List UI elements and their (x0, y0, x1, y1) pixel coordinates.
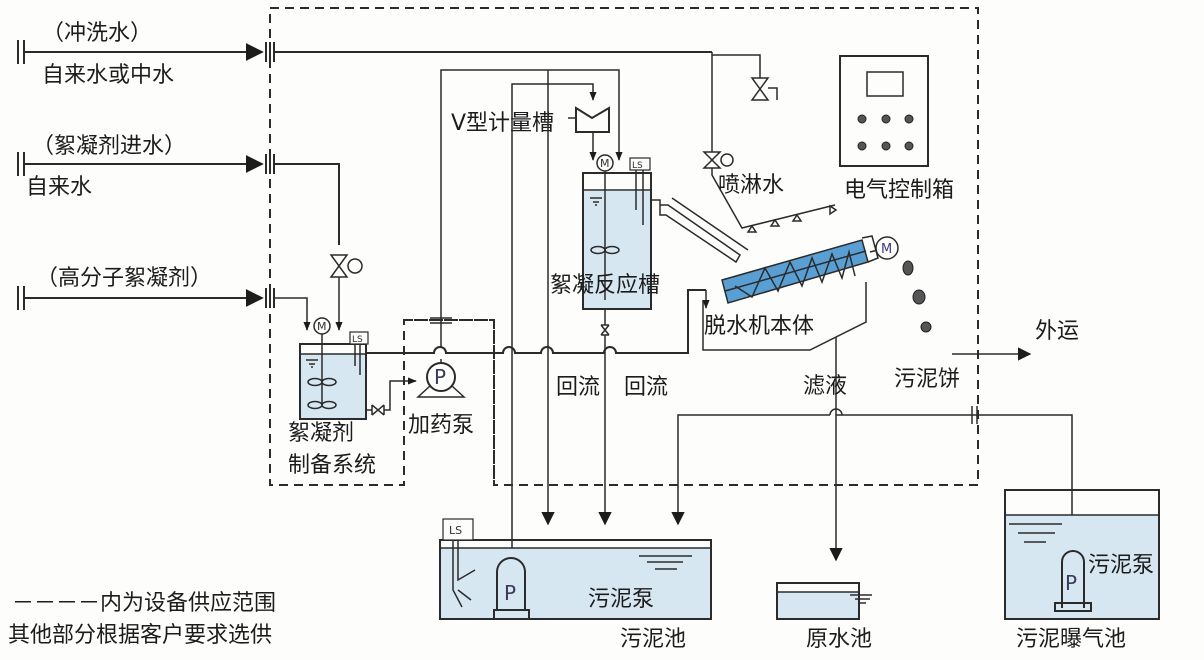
dosing-pump-label: 加药泵 (408, 413, 474, 438)
v-tank-label: V型计量槽 (451, 111, 554, 136)
pump-symbol: P (434, 365, 446, 389)
dewatering-machine: M 脱水机本体 (702, 235, 899, 562)
pump-symbol: P (1065, 571, 1077, 595)
reflux-label-1: 回流 (556, 375, 600, 400)
solenoid-valve-icon (329, 254, 363, 331)
motor-icon (313, 317, 331, 335)
sludge-feed-line (511, 83, 597, 560)
legend-line-1: －－－－内为设备供应范围 (12, 591, 276, 616)
dosing-riser (430, 69, 623, 347)
inlet-flocculant-water: （絮凝剂进水） 自来水 (17, 134, 340, 245)
control-box-label: 电气控制箱 (844, 178, 954, 203)
inlet-wash-water-bottom-label: 自来水或中水 (42, 63, 174, 88)
legend-line-2: 其他部分根据客户要求选供 (8, 623, 272, 648)
pump-symbol: P (504, 581, 516, 605)
reaction-tank-label: 絮凝反应槽 (550, 273, 660, 298)
spray-water-line: 喷淋水 (702, 52, 838, 233)
motor-label: M (881, 242, 892, 257)
prep-outlet-line (366, 377, 417, 416)
level-switch-label: LS (632, 161, 643, 171)
sludge-cake-label: 污泥饼 (894, 367, 960, 392)
manual-valve-icon (712, 54, 778, 101)
aeration-return-line (678, 406, 1073, 540)
dosing-pump: P 加药泵 (408, 362, 474, 438)
reflux-label-2: 回流 (624, 375, 668, 400)
main-feed-line (366, 289, 710, 363)
reflux-lines: 回流 回流 (541, 70, 668, 526)
sludge-cake: 外运 污泥饼 (894, 260, 1079, 392)
supply-boundary (269, 7, 979, 486)
electrical-control-box: 电气控制箱 (839, 55, 954, 203)
aeration-tank: P 污泥泵 污泥曝气池 (1004, 489, 1160, 652)
sludge-tank: LS P 污泥泵 污泥池 (439, 518, 712, 652)
inlet-wash-water: （冲洗水） 自来水或中水 (17, 21, 712, 88)
raw-water-tank: 原水池 (776, 582, 872, 652)
level-switch-icon (349, 331, 369, 345)
motor-icon (875, 236, 899, 260)
aeration-pump-label: 污泥泵 (1088, 553, 1154, 578)
motor-icon (596, 154, 614, 172)
aeration-tank-label: 污泥曝气池 (1016, 627, 1126, 652)
raw-water-tank-label: 原水池 (806, 627, 872, 652)
sludge-pump-label: 污泥泵 (588, 587, 654, 612)
dewater-label: 脱水机本体 (704, 314, 814, 339)
filtrate-label: 滤液 (803, 374, 847, 399)
level-switch-icon (629, 157, 651, 171)
level-switch-label: LS (352, 335, 363, 345)
sludge-tank-label: 污泥池 (620, 627, 686, 652)
v-metering-tank: V型计量槽 (451, 106, 610, 161)
overflow-chute (651, 197, 749, 264)
control-knobs (857, 114, 914, 151)
legend: －－－－内为设备供应范围 其他部分根据客户要求选供 (8, 591, 276, 648)
transport-out-label: 外运 (1035, 319, 1079, 344)
motor-label: M (317, 320, 327, 333)
prep-system-label-2: 制备系统 (288, 453, 376, 478)
reaction-tank: M LS 絮凝反应槽 (550, 154, 660, 526)
prep-system-label-1: 絮凝剂 (288, 421, 354, 446)
level-switch-label: LS (449, 524, 462, 537)
motor-label: M (600, 157, 610, 170)
flocculant-prep-tank: M LS 絮凝剂 制备系统 (288, 317, 376, 478)
inlet-flocculant-water-top-label: （絮凝剂进水） (32, 134, 186, 159)
inlet-polymer-top-label: （高分子絮凝剂） (36, 266, 212, 291)
display-screen (866, 71, 904, 97)
spray-water-label: 喷淋水 (718, 173, 784, 198)
inlet-wash-water-top-label: （冲洗水） (42, 21, 152, 46)
inlet-flocculant-water-bottom-label: 自来水 (26, 175, 92, 200)
inlet-polymer: （高分子絮凝剂） (17, 266, 311, 331)
